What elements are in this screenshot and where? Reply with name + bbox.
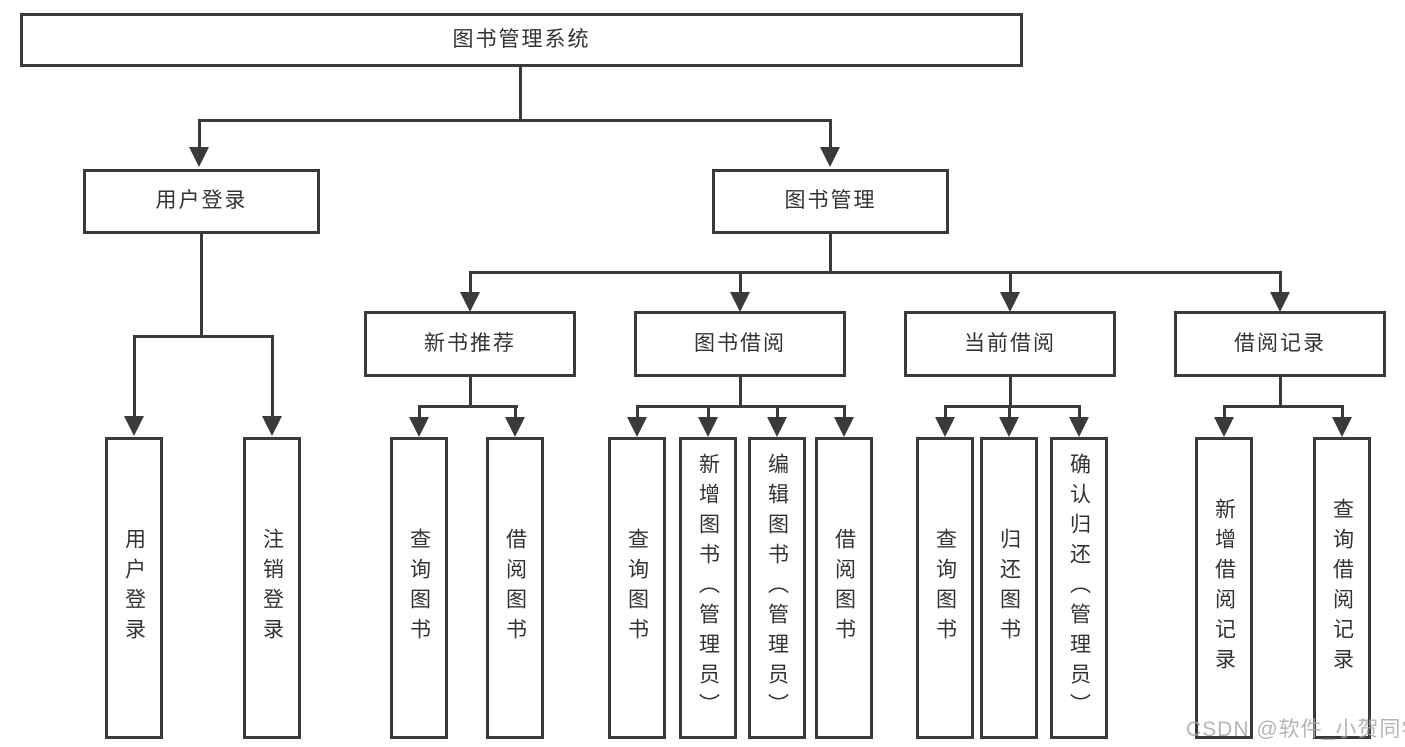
leaf-add-borrow-record: 新增借阅记录: [1195, 437, 1253, 739]
connector-line: [829, 234, 832, 274]
node-book-borrow: 图书借阅: [634, 311, 846, 377]
arrowhead: [627, 417, 647, 437]
connector-line: [133, 335, 136, 417]
connector-line: [271, 335, 274, 417]
leaf-label: 查询图书: [625, 528, 649, 648]
arrowhead: [698, 417, 718, 437]
node-label: 新书推荐: [424, 331, 516, 355]
arrowhead: [1332, 417, 1352, 437]
node-label: 图书管理: [784, 189, 877, 213]
leaf-label: 用户登录: [122, 528, 146, 648]
arrowhead: [999, 417, 1019, 437]
arrowhead: [730, 292, 750, 312]
connector-line: [469, 271, 472, 294]
arrowhead: [409, 417, 429, 437]
arrowhead: [935, 417, 955, 437]
connector-line: [198, 119, 201, 149]
arrowhead: [1270, 292, 1290, 312]
connector-line: [418, 405, 421, 419]
connector-line: [469, 271, 1282, 274]
leaf-label: 借阅图书: [832, 528, 856, 648]
connector-line: [944, 405, 947, 419]
connector-line: [200, 234, 203, 338]
node-label: 用户登录: [155, 189, 248, 213]
connector-line: [1341, 405, 1344, 419]
node-book-management: 图书管理: [712, 169, 949, 234]
leaf-label: 编辑图书（管理员）: [765, 453, 789, 723]
connector-line: [519, 67, 522, 121]
leaf-label: 查询借阅记录: [1330, 498, 1354, 678]
arrowhead: [262, 416, 282, 436]
node-label: 当前借阅: [964, 331, 1056, 355]
connector-line: [1223, 405, 1226, 419]
node-library-management-system: 图书管理系统: [20, 13, 1023, 67]
leaf-label: 新增借阅记录: [1212, 498, 1236, 678]
leaf-label: 借阅图书: [503, 528, 527, 648]
connector-line: [1078, 405, 1081, 419]
leaf-label: 归还图书: [997, 528, 1021, 648]
node-new-book-recommend: 新书推荐: [364, 311, 576, 377]
leaf-user-login: 用户登录: [105, 437, 163, 739]
node-user-login: 用户登录: [83, 169, 320, 234]
leaf-label: 新增图书（管理员）: [696, 453, 720, 723]
arrowhead: [1214, 417, 1234, 437]
arrowhead: [124, 416, 144, 436]
csdn-watermark: CSDN @软件_小贺同学: [1186, 718, 1405, 741]
arrowhead: [1000, 292, 1020, 312]
connector-line: [1008, 405, 1011, 419]
leaf-edit-book-admin: 编辑图书（管理员）: [748, 437, 806, 739]
connector-line: [944, 405, 1081, 408]
arrowhead: [820, 147, 840, 167]
leaf-borrow-book-2: 借阅图书: [815, 437, 873, 739]
leaf-query-borrow-record: 查询借阅记录: [1313, 437, 1371, 739]
connector-line: [776, 405, 779, 419]
connector-line: [636, 405, 639, 419]
connector-line: [1009, 271, 1012, 294]
connector-line: [198, 119, 832, 122]
leaf-borrow-book-1: 借阅图书: [486, 437, 544, 739]
arrowhead: [189, 147, 209, 167]
leaf-return-book: 归还图书: [980, 437, 1038, 739]
connector-line: [133, 335, 274, 338]
leaf-label: 查询图书: [407, 528, 431, 648]
arrowhead: [767, 417, 787, 437]
arrowhead: [460, 292, 480, 312]
connector-line: [739, 271, 742, 294]
connector-line: [829, 119, 832, 149]
connector-line: [514, 405, 517, 419]
leaf-label: 查询图书: [933, 528, 957, 648]
connector-line: [739, 377, 742, 408]
node-borrow-record: 借阅记录: [1174, 311, 1386, 377]
leaf-label: 确认归还（管理员）: [1067, 453, 1091, 723]
leaf-confirm-return-admin: 确认归还（管理员）: [1050, 437, 1108, 739]
node-label: 图书管理系统: [452, 27, 591, 51]
leaf-query-book-2: 查询图书: [608, 437, 666, 739]
leaf-logout: 注销登录: [243, 437, 301, 739]
connector-line: [843, 405, 846, 419]
arrowhead: [505, 417, 525, 437]
connector-line: [707, 405, 710, 419]
connector-line: [1009, 377, 1012, 408]
leaf-query-book-3: 查询图书: [916, 437, 974, 739]
connector-line: [636, 405, 846, 408]
connector-line: [469, 377, 472, 408]
node-label: 借阅记录: [1234, 331, 1326, 355]
leaf-add-book-admin: 新增图书（管理员）: [679, 437, 737, 739]
arrowhead: [834, 417, 854, 437]
connector-line: [1279, 271, 1282, 294]
connector-line: [1223, 405, 1344, 408]
connector-line: [1279, 377, 1282, 408]
node-current-borrow: 当前借阅: [904, 311, 1116, 377]
leaf-query-book-1: 查询图书: [390, 437, 448, 739]
connector-line: [418, 405, 518, 408]
arrowhead: [1069, 417, 1089, 437]
node-label: 图书借阅: [694, 331, 786, 355]
leaf-label: 注销登录: [260, 528, 284, 648]
